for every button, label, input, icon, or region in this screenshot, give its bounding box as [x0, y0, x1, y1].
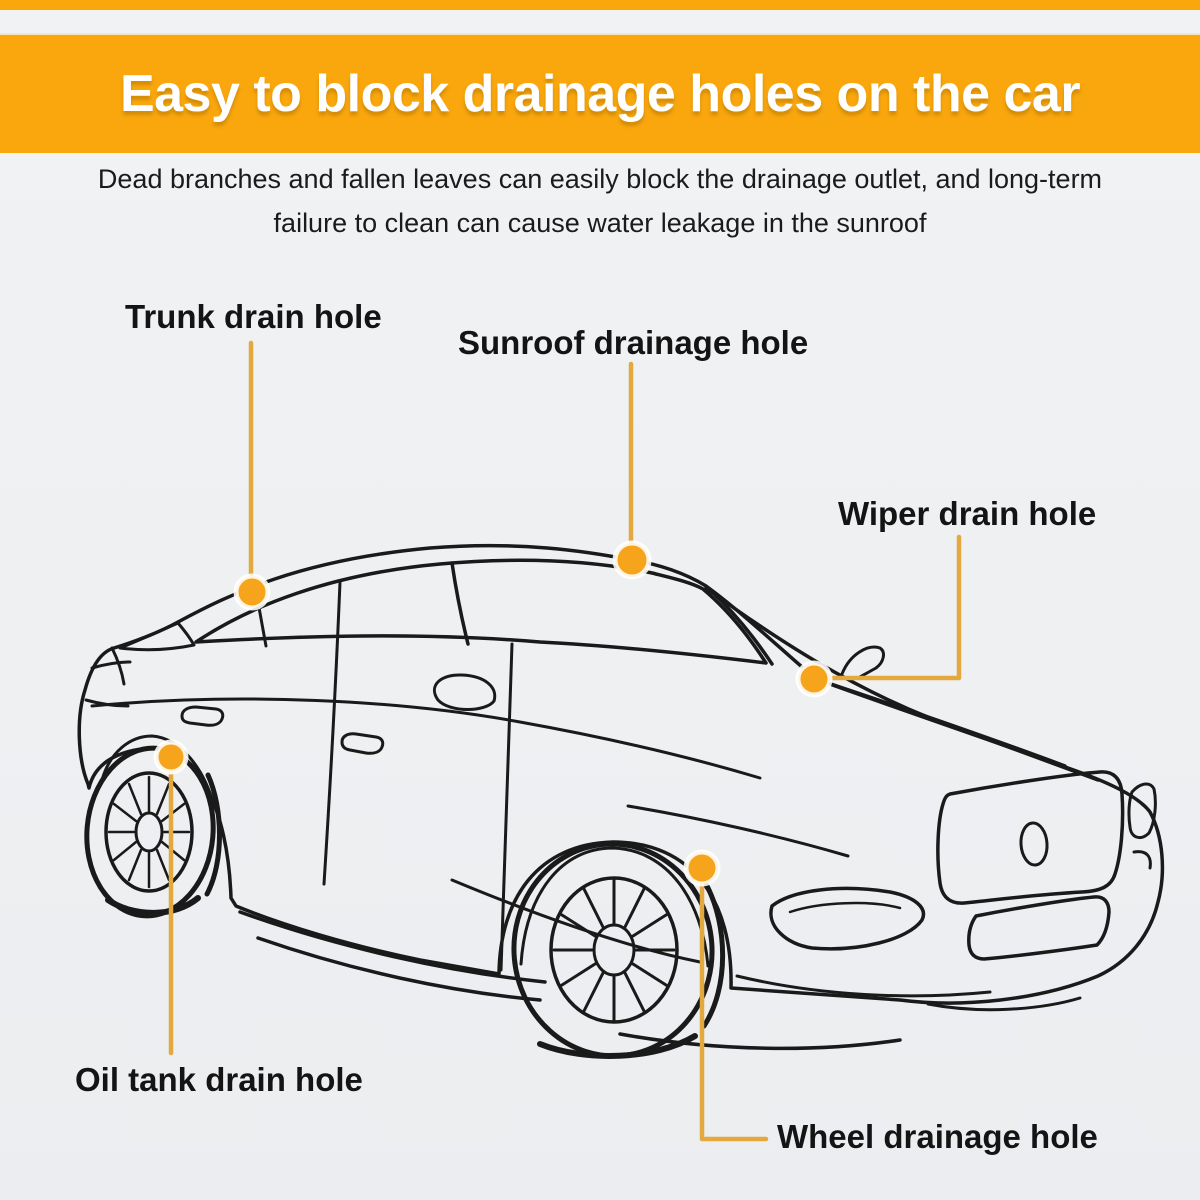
lower-intake — [967, 895, 1111, 961]
wheel-connector — [699, 865, 769, 1142]
subtitle: Dead branches and fallen leaves can easi… — [0, 157, 1200, 245]
rear-arch-inner — [100, 734, 216, 808]
annotation-markers — [153, 540, 833, 887]
wiper-marker-dot — [795, 660, 833, 698]
page-title: Easy to block drainage holes on the car — [119, 65, 1081, 123]
bumper-line-2 — [926, 996, 1082, 1012]
grille-badge — [1019, 821, 1049, 867]
hood-line-2 — [704, 586, 1100, 782]
subtitle-line-2: failure to clean can cause water leakage… — [273, 208, 927, 238]
sunroof-marker-dot — [612, 540, 652, 580]
belt-crease — [90, 697, 762, 780]
front-wheel — [511, 841, 726, 1059]
annotation-connectors — [168, 340, 962, 1142]
front-spokes — [552, 878, 676, 1022]
front-door-handle — [340, 732, 385, 755]
fender-crease — [626, 804, 850, 858]
front-lower-edge — [618, 1032, 902, 1051]
b-pillar — [450, 561, 470, 646]
wiper-connector — [813, 534, 962, 681]
trunk-marker-dot — [233, 573, 271, 611]
rear-door-handle — [180, 705, 225, 727]
oil-tank-marker-dot — [153, 739, 189, 775]
sill-line-2 — [256, 936, 542, 1002]
front-arch-inner — [519, 846, 710, 968]
right-headlight — [1127, 782, 1157, 840]
side-mirror — [432, 673, 497, 711]
rear-window — [118, 621, 196, 652]
wheel-drain-label: Wheel drainage hole — [777, 1118, 1098, 1155]
title-banner: Easy to block drainage holes on the car — [0, 33, 1200, 153]
right-marker-light — [1132, 850, 1152, 870]
grille — [936, 770, 1125, 905]
top-orange-strip — [0, 0, 1200, 10]
quarter-window-divider — [256, 600, 268, 648]
oil-tank-drain-label: Oil tank drain hole — [75, 1061, 363, 1098]
front-tire-depth — [701, 881, 726, 1029]
front-door-seam — [499, 642, 514, 972]
trunk-drain-label: Trunk drain hole — [125, 298, 382, 335]
left-headlight-inner — [788, 901, 902, 914]
car-illustration-icon — [77, 543, 1165, 1059]
trunk-shutline — [110, 646, 126, 686]
rear-tire-depth — [204, 772, 222, 897]
rear-wheel-shadow — [105, 895, 201, 916]
car-body-outline — [77, 543, 1165, 1005]
front-wheel-shadow — [537, 1033, 698, 1059]
wiper-drain-label: Wiper drain hole — [838, 495, 1097, 532]
rear-bumper-line — [84, 698, 130, 708]
rear-door-seam — [322, 580, 342, 886]
rear-hub — [134, 811, 164, 853]
rear-spokes — [107, 775, 191, 889]
wiper-arm — [840, 645, 885, 680]
taillight-line — [90, 660, 132, 670]
bumper-line-1 — [735, 974, 992, 998]
left-headlight — [769, 886, 926, 951]
front-hub — [592, 923, 636, 977]
subtitle-line-1: Dead branches and fallen leaves can easi… — [97, 164, 1103, 194]
front-rim — [549, 876, 679, 1024]
sunroof-drain-label: Sunroof drainage hole — [458, 324, 809, 361]
rear-rim — [104, 771, 194, 893]
sill-line-1 — [238, 910, 547, 984]
wheel-marker-dot — [683, 849, 721, 887]
